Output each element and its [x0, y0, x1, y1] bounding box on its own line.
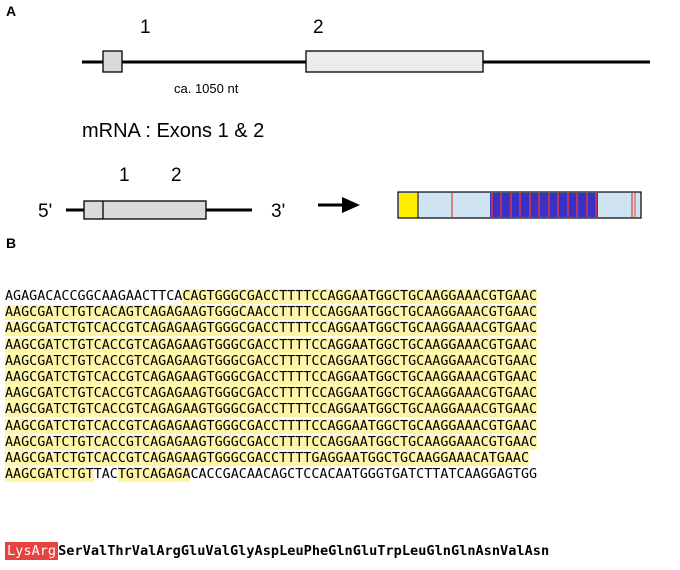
sequence-line: AAGCGATCTGTCACAGTCAGAGAAGTGGGCAACCTTTTCC…: [5, 305, 538, 321]
intron-length-label: ca. 1050 nt: [174, 81, 239, 96]
five-prime-label: 5': [38, 201, 53, 222]
nucleotide-sequence: AGAGACACCGGCAAGAACTTCACAGTGGGCGACCTTTTCC…: [5, 289, 538, 483]
sequence-line: AAGCGATCTGTCACCGTCAGAGAAGTGGGCGACCTTTTCC…: [5, 353, 538, 370]
sequence-line: AAGCGATCTGTTACTGTCAGAGACACCGACAACAGCTCCA…: [5, 467, 537, 483]
sequence-segment: CACCGACAACAGCTCCACAATGGGTGATCTTATCAAGGAG…: [190, 467, 538, 483]
sequence-segment-highlighted: CAGTGGGCGACCTTTTCCAGGAATGGCTGCAAGGAAACGT…: [182, 289, 538, 304]
mrna-exons-box: [83, 200, 207, 220]
sequence-segment-highlighted: AAGCGATCTGT: [5, 467, 94, 483]
mrna-exon-1-label: 1: [119, 165, 130, 186]
sequence-segment-highlighted: AAGCGATCTGTCACCGTCAGAGAAGTGGGCGACCTTTTCC…: [5, 337, 538, 353]
panel-b-label: B: [6, 235, 17, 251]
sequence-segment-highlighted: AAGCGATCTGTCACAGTCAGAGAAGTGGGCAACCTTTTCC…: [5, 305, 538, 321]
sequence-segment-highlighted: AAGCGATCTGTCACCGTCAGAGAAGTGGGCGACCTTTTCC…: [5, 402, 538, 418]
sequence-line: AAGCGATCTGTCACCGTCAGAGAAGTGGGCGACCTTTTGA…: [5, 451, 537, 467]
gene-structure-diagram: [82, 50, 650, 73]
gene-exon-2-label: 2: [313, 17, 324, 38]
sequence-segment-highlighted: AAGCGATCTGTCACCGTCAGAGAAGTGGGCGACCTTTTCC…: [5, 434, 538, 450]
sequence-line: AAGCGATCTGTCACCGTCAGAGAAGTGGGCGACCTTTTCC…: [5, 434, 538, 451]
three-prime-label: 3': [271, 201, 286, 222]
panel-a-label: A: [6, 3, 17, 19]
sequence-segment-highlighted: TGTCAGAGA: [117, 467, 191, 483]
sequence-line: AAGCGATCTGTCACCGTCAGAGAAGTGGGCGACCTTTTCC…: [5, 321, 538, 337]
protein-repeat-region: [490, 193, 598, 217]
sequence-line: AGAGACACCGGCAAGAACTTCACAGTGGGCGACCTTTTCC…: [5, 289, 538, 305]
sequence-segment-highlighted: AAGCGATCTGTCACCGTCAGAGAAGTGGGCGACCTTTTCC…: [5, 321, 538, 337]
protein-n-terminal-yellow: [399, 193, 418, 217]
mrna-diagram: [66, 191, 642, 220]
protein-sequence: SerValThrValArgGluValGlyAspLeuPheGlnGluT…: [58, 543, 550, 559]
sequence-segment-highlighted: AAGCGATCTGTCACCGTCAGAGAAGTGGGCGACCTTTTCC…: [5, 370, 538, 386]
sequence-segment: AGAGACACCGGCAAGAACTTCA: [5, 289, 183, 304]
sequence-line: AAGCGATCTGTCACCGTCAGAGAAGTGGGCGACCTTTTCC…: [5, 386, 538, 402]
sequence-segment-highlighted: AAGCGATCTGTCACCGTCAGAGAAGTGGGCGACCTTTTCC…: [5, 418, 538, 434]
mrna-title: mRNA : Exons 1 & 2: [82, 120, 265, 142]
sequence-segment-highlighted: AAGCGATCTGTCACCGTCAGAGAAGTGGGCGACCTTTTGA…: [5, 451, 530, 467]
sequence-segment-highlighted: AAGCGATCTGTCACCGTCAGAGAAGTGGGCGACCTTTTCC…: [5, 386, 538, 402]
sequence-line: AAGCGATCTGTCACCGTCAGAGAAGTGGGCGACCTTTTCC…: [5, 370, 538, 386]
gene-exon-1-label: 1: [140, 17, 151, 38]
protein-tag-lysarg: LysArg: [5, 542, 59, 560]
gene-exon-2: [305, 50, 484, 73]
arrow-icon: [318, 197, 360, 213]
sequence-line: AAGCGATCTGTCACCGTCAGAGAAGTGGGCGACCTTTTCC…: [5, 337, 538, 354]
sequence-line: AAGCGATCTGTCACCGTCAGAGAAGTGGGCGACCTTTTCC…: [5, 418, 538, 435]
mrna-exon-2-label: 2: [171, 165, 182, 186]
gene-exon-1: [102, 50, 123, 73]
sequence-segment: TAC: [93, 467, 118, 483]
protein-repeat-lines: [491, 193, 597, 217]
sequence-segment-highlighted: AAGCGATCTGTCACCGTCAGAGAAGTGGGCGACCTTTTCC…: [5, 353, 538, 369]
sequence-line: AAGCGATCTGTCACCGTCAGAGAAGTGGGCGACCTTTTCC…: [5, 402, 538, 418]
protein-domain-diagram: [397, 191, 642, 219]
